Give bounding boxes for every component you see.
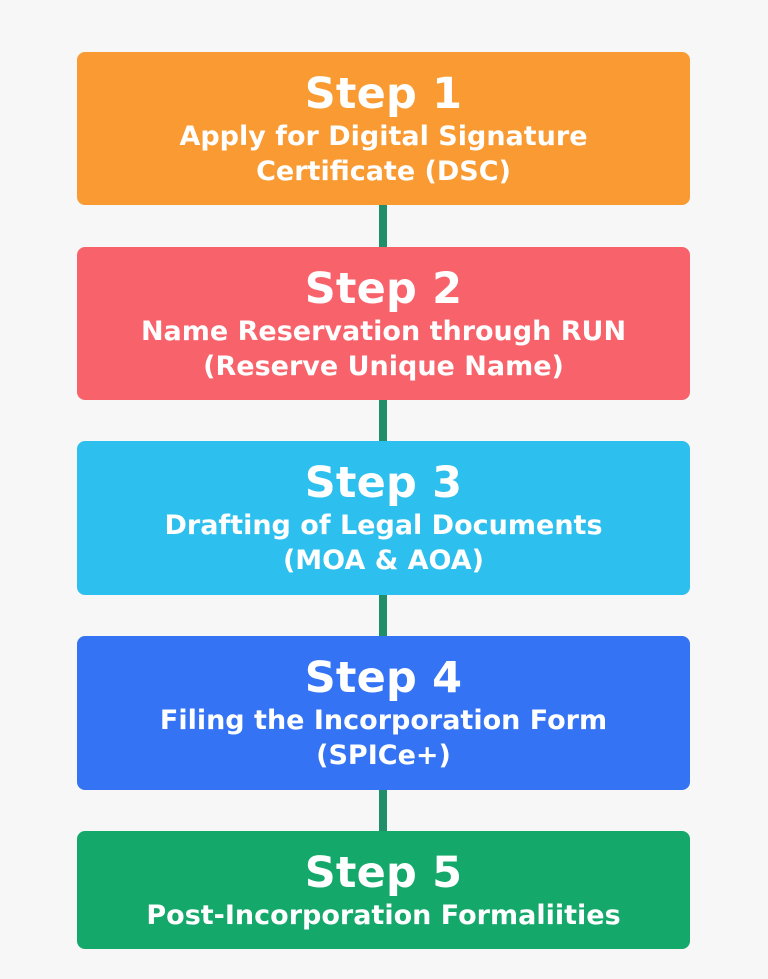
connector-1-2 — [379, 205, 387, 248]
step-5-box: Step 5 Post-Incorporation Formaliities — [77, 831, 690, 949]
step-1-title: Step 1 — [304, 68, 463, 119]
step-4-desc-line-2: (SPICe+) — [316, 740, 451, 771]
step-2-desc-line-2: (Reserve Unique Name) — [203, 350, 564, 382]
step-3-desc-line-2: (MOA & AOA) — [282, 545, 485, 576]
connector-2-3 — [379, 400, 387, 442]
step-3-title: Step 3 — [304, 458, 463, 508]
step-1-desc-line-1: Apply for Digital Signature — [179, 120, 588, 152]
connector-3-4 — [379, 595, 387, 637]
step-3-box: Step 3 Drafting of Legal Documents (MOA … — [77, 441, 690, 595]
step-4-box: Step 4 Filing the Incorporation Form (SP… — [77, 636, 690, 790]
step-4-title: Step 4 — [304, 653, 463, 703]
step-2-desc-line-1: Name Reservation through RUN — [140, 315, 627, 347]
step-3-desc-line-1: Drafting of Legal Documents — [164, 510, 603, 541]
step-2-title: Step 2 — [304, 263, 463, 314]
step-1-box: Step 1 Apply for Digital Signature Certi… — [77, 52, 690, 205]
step-1-desc-line-2: Certificate (DSC) — [256, 155, 511, 187]
step-5-title: Step 5 — [304, 847, 463, 898]
step-4-desc-line-1: Filing the Incorporation Form — [159, 705, 608, 736]
connector-4-5 — [379, 790, 387, 832]
step-2-box: Step 2 Name Reservation through RUN (Res… — [77, 247, 690, 400]
step-5-desc-line-1: Post-Incorporation Formaliities — [146, 899, 621, 931]
